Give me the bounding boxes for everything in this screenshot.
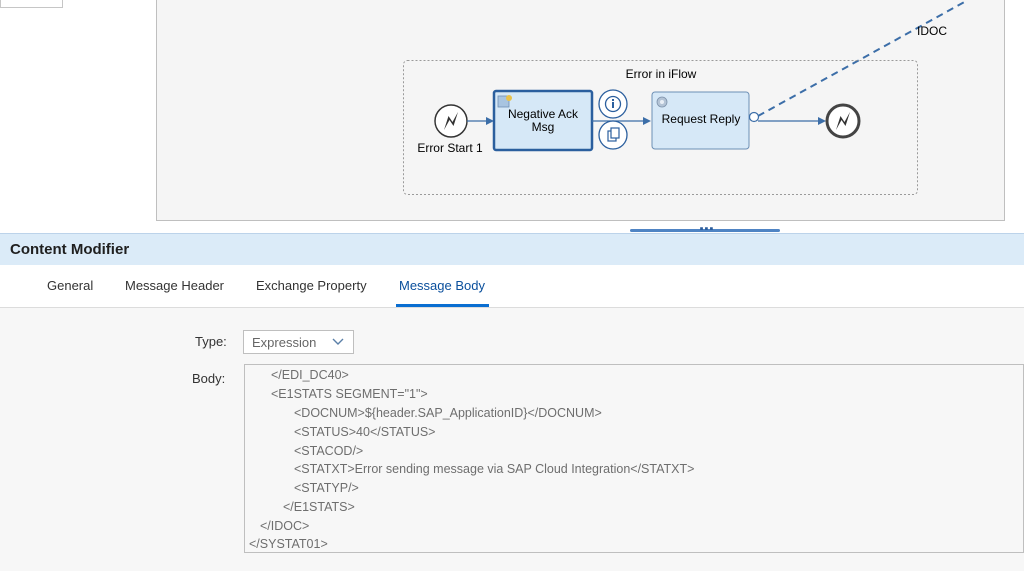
negative-ack-label-2: Msg (532, 120, 555, 134)
copy-button[interactable] (598, 120, 628, 150)
left-panel-fragment (0, 0, 63, 8)
code-line: <DOCNUM>${header.SAP_ApplicationID}</DOC… (294, 406, 602, 420)
negative-ack-label-1: Negative Ack (508, 107, 579, 121)
request-reply-port[interactable] (748, 111, 760, 123)
script-icon (497, 95, 512, 108)
code-line: <STATYP/> (294, 481, 359, 495)
body-editor[interactable]: </EDI_DC40> <E1STATS SEGMENT="1"> <DOCNU… (244, 364, 1024, 553)
gear-icon (656, 96, 668, 108)
iflow-canvas[interactable] (156, 0, 1005, 221)
arrowhead (643, 117, 651, 125)
splitter-bar[interactable] (630, 229, 780, 232)
error-end-icon (836, 112, 850, 130)
request-reply-label: Request Reply (662, 112, 741, 126)
start-event-label: Error Start 1 (417, 141, 483, 155)
arrowhead (486, 117, 494, 125)
chevron-down-icon (332, 338, 344, 345)
properties-header (0, 233, 1024, 266)
code-line: </E1STATS> (283, 500, 355, 514)
info-button[interactable] (598, 89, 628, 119)
active-tab-indicator (396, 304, 489, 307)
error-subprocess-box[interactable] (403, 60, 918, 195)
code-line: <E1STATS SEGMENT="1"> (271, 387, 428, 401)
code-line: </EDI_DC40> (271, 368, 349, 382)
type-select[interactable]: Expression (243, 330, 354, 354)
idoc-connection[interactable] (757, 0, 969, 117)
code-line: <STATUS>40</STATUS> (294, 425, 436, 439)
info-icon (604, 95, 622, 113)
body-label: Body: (192, 371, 226, 386)
request-reply-step[interactable] (651, 91, 750, 150)
code-line: <STATXT>Error sending message via SAP Cl… (294, 462, 695, 476)
tab-bar (0, 265, 1024, 308)
tab-message-body[interactable]: Message Body (399, 278, 485, 293)
idoc-label: IDOC (917, 24, 947, 38)
splitter-grip-icon[interactable]: ▪▪▪ (699, 223, 715, 235)
tab-general[interactable]: General (47, 278, 94, 293)
tab-message-header[interactable]: Message Header (125, 278, 224, 293)
code-line: </SYSTAT01> (249, 537, 328, 551)
code-line: </IDOC> (260, 519, 310, 533)
arrowhead (818, 117, 826, 125)
type-value: Expression (252, 335, 317, 350)
code-line: <STACOD/> (294, 444, 364, 458)
group-title: Error in iFlow (626, 67, 697, 81)
error-start-icon (444, 112, 458, 130)
tab-exchange-property[interactable]: Exchange Property (256, 278, 367, 293)
iflow-diagram: IDOC Error in iFlow Error Start 1 Negati… (403, 0, 969, 195)
copy-icon (607, 127, 620, 142)
panel-title: Content Modifier (10, 241, 130, 258)
type-label: Type: (195, 334, 227, 349)
